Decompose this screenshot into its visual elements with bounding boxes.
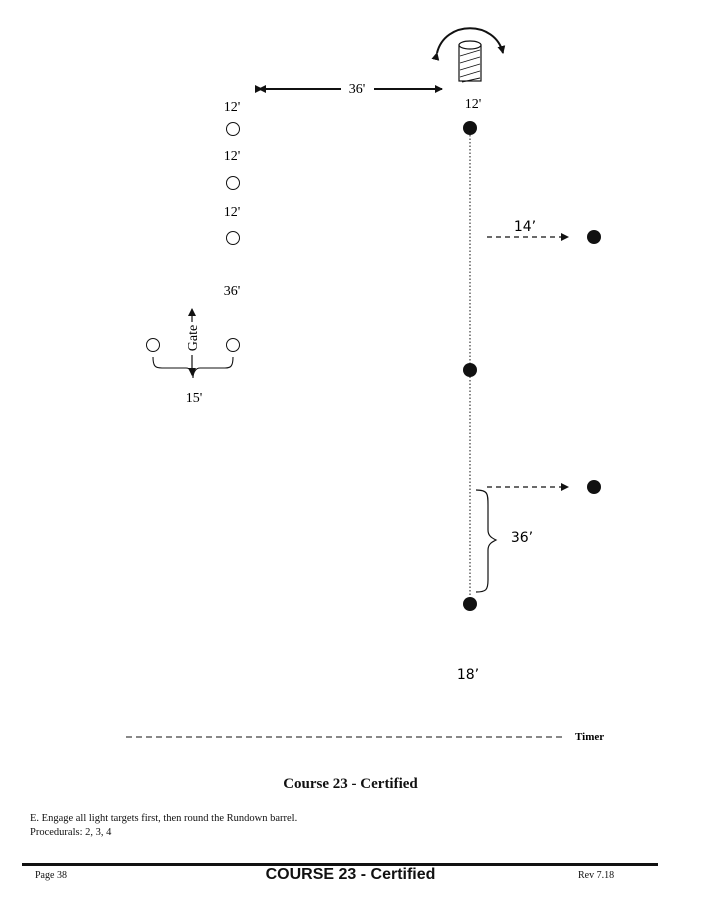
heavy-target [463,597,477,611]
heavy-target [587,230,601,244]
light-target [226,176,240,190]
top-distance-label: 36' [349,82,366,97]
footer-rule [22,863,658,866]
timer-label: Timer [575,731,604,743]
revision-label: Rev 7.18 [578,870,615,881]
gate-target [226,338,240,352]
bottom-distance-label: 18’ [457,667,479,683]
distance-label: 36' [224,284,241,299]
heavy-target [463,363,477,377]
side-distance-label: 36’ [511,530,533,546]
distance-label: 12' [224,100,241,115]
distance-label: 12' [224,205,241,220]
course-title: Course 23 - Certified [283,776,418,792]
footer-title: COURSE 23 - Certified [265,866,436,883]
instruction-text: E. Engage all light targets first, then … [30,813,298,824]
procedurals-text: Procedurals: 2, 3, 4 [30,827,112,838]
side-distance-label: 14’ [514,219,536,235]
gate-label: Gate [186,325,201,351]
gate-width-label: 15' [186,391,203,406]
light-target [226,122,240,136]
page-number: Page 38 [35,870,67,881]
light-target [226,231,240,245]
heavy-target [463,121,477,135]
gate-brace [152,356,234,379]
top-distance-arrow: 36' [255,82,443,97]
heavy-target [587,480,601,494]
brace [475,489,498,593]
barrel-icon [431,27,506,83]
gate-target [146,338,160,352]
distance-label: 12' [224,149,241,164]
barrel-distance-label: 12' [465,97,482,112]
